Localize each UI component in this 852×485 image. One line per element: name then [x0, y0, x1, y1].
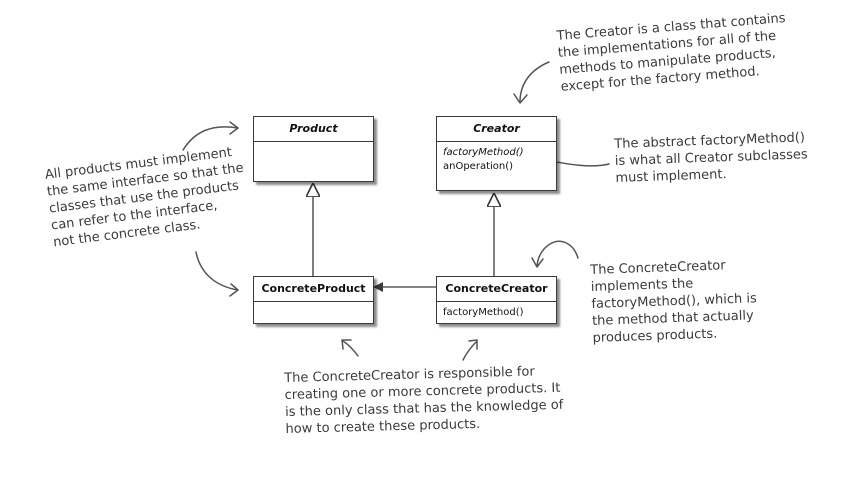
- responsibility-note-arrowhead-right: [468, 339, 478, 350]
- class-creator-methods: factoryMethod() anOperation(): [437, 142, 556, 178]
- concrete-creator-note-arrowhead: [531, 257, 544, 268]
- note-concrete-creator: The ConcreteCreator implements the facto…: [590, 256, 758, 347]
- class-creator: Creator factoryMethod() anOperation(): [436, 116, 557, 191]
- class-product-name: Product: [254, 117, 373, 142]
- class-concrete-creator-methods: factoryMethod(): [437, 302, 556, 324]
- responsibility-note-arrow-right: [462, 340, 478, 361]
- note-concrete-creator-responsibility: The ConcreteCreator is responsible for c…: [284, 363, 564, 438]
- class-creator-name: Creator: [437, 117, 556, 142]
- responsibility-note-arrow-left: [342, 340, 359, 357]
- class-concrete-product: ConcreteProduct: [253, 276, 374, 324]
- class-concrete-creator: ConcreteCreator factoryMethod(): [436, 276, 557, 324]
- class-product: Product: [253, 116, 374, 182]
- products-note-arrowhead-top: [229, 121, 239, 135]
- products-note-arrow-top: [182, 126, 239, 151]
- creator-note-arrowhead: [513, 93, 528, 104]
- responsibility-note-arrowhead-left: [341, 339, 352, 350]
- method-an-operation: anOperation(): [443, 161, 514, 172]
- method-factory-method: factoryMethod(): [443, 147, 524, 158]
- products-note-arrowhead-bottom: [229, 283, 239, 297]
- products-note-arrow-bottom: [195, 251, 239, 291]
- class-concrete-product-name: ConcreteProduct: [254, 277, 373, 302]
- creator-note-arrow: [519, 61, 550, 103]
- concrete-creator-note-arrow: [536, 240, 579, 267]
- class-concrete-creator-name: ConcreteCreator: [437, 277, 556, 302]
- method-concrete-factory-method: factoryMethod(): [443, 307, 524, 318]
- note-factory-method: The abstract factoryMethod() is what all…: [614, 129, 809, 187]
